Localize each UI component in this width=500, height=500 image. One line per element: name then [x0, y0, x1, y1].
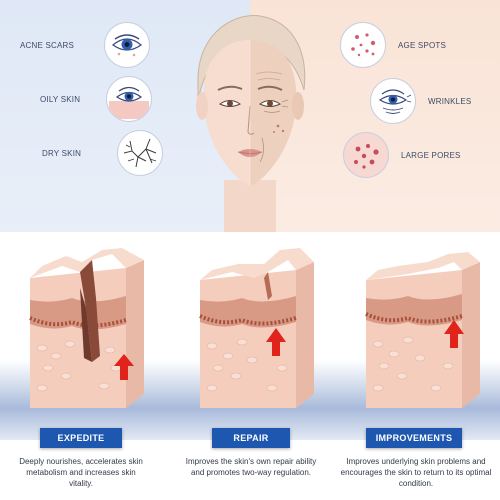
large-pores-icon	[343, 132, 389, 178]
stage-expedite: EXPEDITE Deeply nourishes, accelerates s…	[0, 232, 160, 500]
skin-concerns-panel: ACNE SCARS OILY SKIN DRY SKIN	[0, 0, 500, 232]
concern-label: LARGE PORES	[401, 150, 461, 160]
treatment-stages-panel: EXPEDITE Deeply nourishes, accelerates s…	[0, 232, 500, 500]
face-aged-half	[250, 40, 297, 186]
stage-description: Improves the skin's own repair ability a…	[185, 457, 317, 477]
concern-dry-skin: DRY SKIN	[42, 130, 164, 176]
skin-cross-section-damaged	[29, 248, 144, 408]
left-eyebrow	[217, 85, 243, 91]
skin-cross-section-healthy	[365, 252, 480, 408]
concern-oily-skin: OILY SKIN	[40, 76, 153, 122]
stage-badge: IMPROVEMENTS	[366, 428, 462, 448]
concern-large-pores: LARGE PORES	[343, 132, 461, 178]
concern-label: DRY SKIN	[42, 148, 82, 158]
concern-label: ACNE SCARS	[20, 40, 75, 50]
stage-description: Deeply nourishes, accelerates skin metab…	[19, 457, 143, 488]
age-spots-icon	[340, 22, 386, 68]
concern-label: OILY SKIN	[40, 94, 81, 104]
stage-repair: REPAIR Improves the skin's own repair ab…	[170, 232, 330, 500]
concern-label: AGE SPOTS	[398, 40, 447, 50]
face-illustration	[196, 14, 306, 232]
stage-improvements: IMPROVEMENTS Improves underlying skin pr…	[336, 232, 496, 500]
stage-description: Improves underlying skin problems and en…	[340, 457, 492, 488]
oily-skin-eye-icon	[106, 76, 153, 122]
left-ear	[196, 92, 208, 120]
acne-scars-eye-icon	[104, 22, 151, 68]
concern-wrinkles: WRINKLES	[370, 78, 471, 124]
wrinkles-eye-icon	[370, 78, 416, 124]
up-arrow-icon	[266, 328, 286, 356]
up-arrow-icon	[114, 354, 134, 380]
concern-age-spots: AGE SPOTS	[340, 22, 446, 68]
stage-badge: EXPEDITE	[40, 428, 122, 448]
stage-badge: REPAIR	[212, 428, 290, 448]
right-eyebrow	[257, 85, 283, 91]
up-arrow-icon	[444, 320, 464, 348]
neck	[224, 180, 276, 232]
skin-cross-section-repairing	[199, 248, 314, 408]
dry-skin-cracks-icon	[117, 130, 164, 176]
concern-label: WRINKLES	[428, 96, 472, 106]
concern-acne-scars: ACNE SCARS	[20, 22, 151, 68]
right-ear	[292, 92, 304, 120]
face-young-half	[203, 40, 250, 186]
